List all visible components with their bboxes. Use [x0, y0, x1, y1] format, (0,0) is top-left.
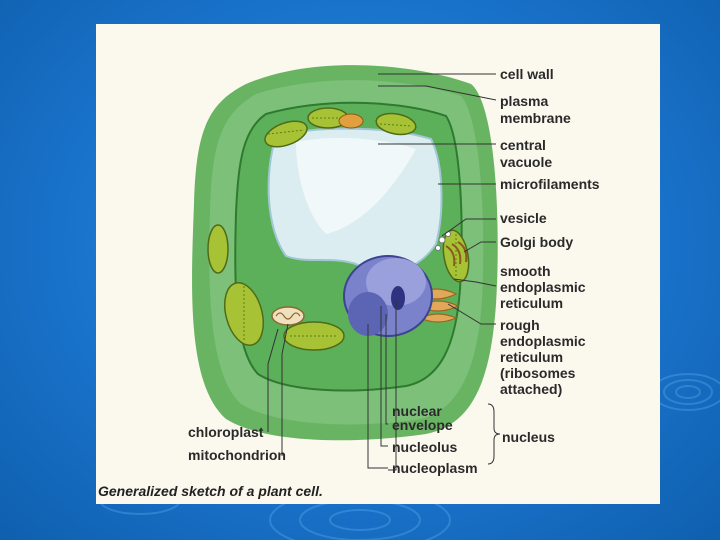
label-rough-er-5: attached) [500, 381, 562, 397]
label-plasma-membrane-1: plasma [500, 93, 548, 109]
label-nucleolus: nucleolus [392, 439, 458, 455]
label-cell-wall: cell wall [500, 66, 554, 82]
label-smooth-er-2: endoplasmic [500, 279, 586, 295]
label-chloroplast: chloroplast [188, 424, 264, 440]
nucleus-shape [343, 255, 433, 337]
label-rough-er-4: (ribosomes [500, 365, 576, 381]
golgi-shape [445, 241, 468, 267]
label-nucleoplasm: nucleoplasm [392, 460, 478, 476]
label-nuclear-envelope-2: envelope [392, 417, 453, 433]
plant-cell-diagram: cell wall plasma membrane central vacuol… [98, 65, 600, 499]
label-rough-er-2: endoplasmic [500, 333, 586, 349]
label-rough-er-3: reticulum [500, 349, 563, 365]
label-nucleus: nucleus [502, 429, 555, 445]
leader-lines [267, 73, 501, 471]
diagram-card: cell wall plasma membrane central vacuol… [96, 24, 660, 504]
label-smooth-er-3: reticulum [500, 295, 563, 311]
vesicles [435, 231, 451, 251]
mitochondrion-shape [271, 306, 305, 326]
label-mitochondrion: mitochondrion [188, 447, 286, 463]
label-smooth-er-1: smooth [500, 263, 551, 279]
label-central-vacuole-1: central [500, 137, 546, 153]
diagram-caption: Generalized sketch of a plant cell. [98, 483, 323, 499]
label-central-vacuole-2: vacuole [500, 154, 552, 170]
plastid [338, 113, 364, 129]
vacuole-shading [296, 138, 416, 234]
labels: cell wall plasma membrane central vacuol… [188, 66, 600, 476]
label-golgi-body: Golgi body [500, 234, 573, 250]
label-nuclear-envelope-1: nuclear [392, 403, 442, 419]
label-microfilaments: microfilaments [500, 176, 600, 192]
label-vesicle: vesicle [500, 210, 547, 226]
label-plasma-membrane-2: membrane [500, 110, 571, 126]
label-rough-er-1: rough [500, 317, 540, 333]
